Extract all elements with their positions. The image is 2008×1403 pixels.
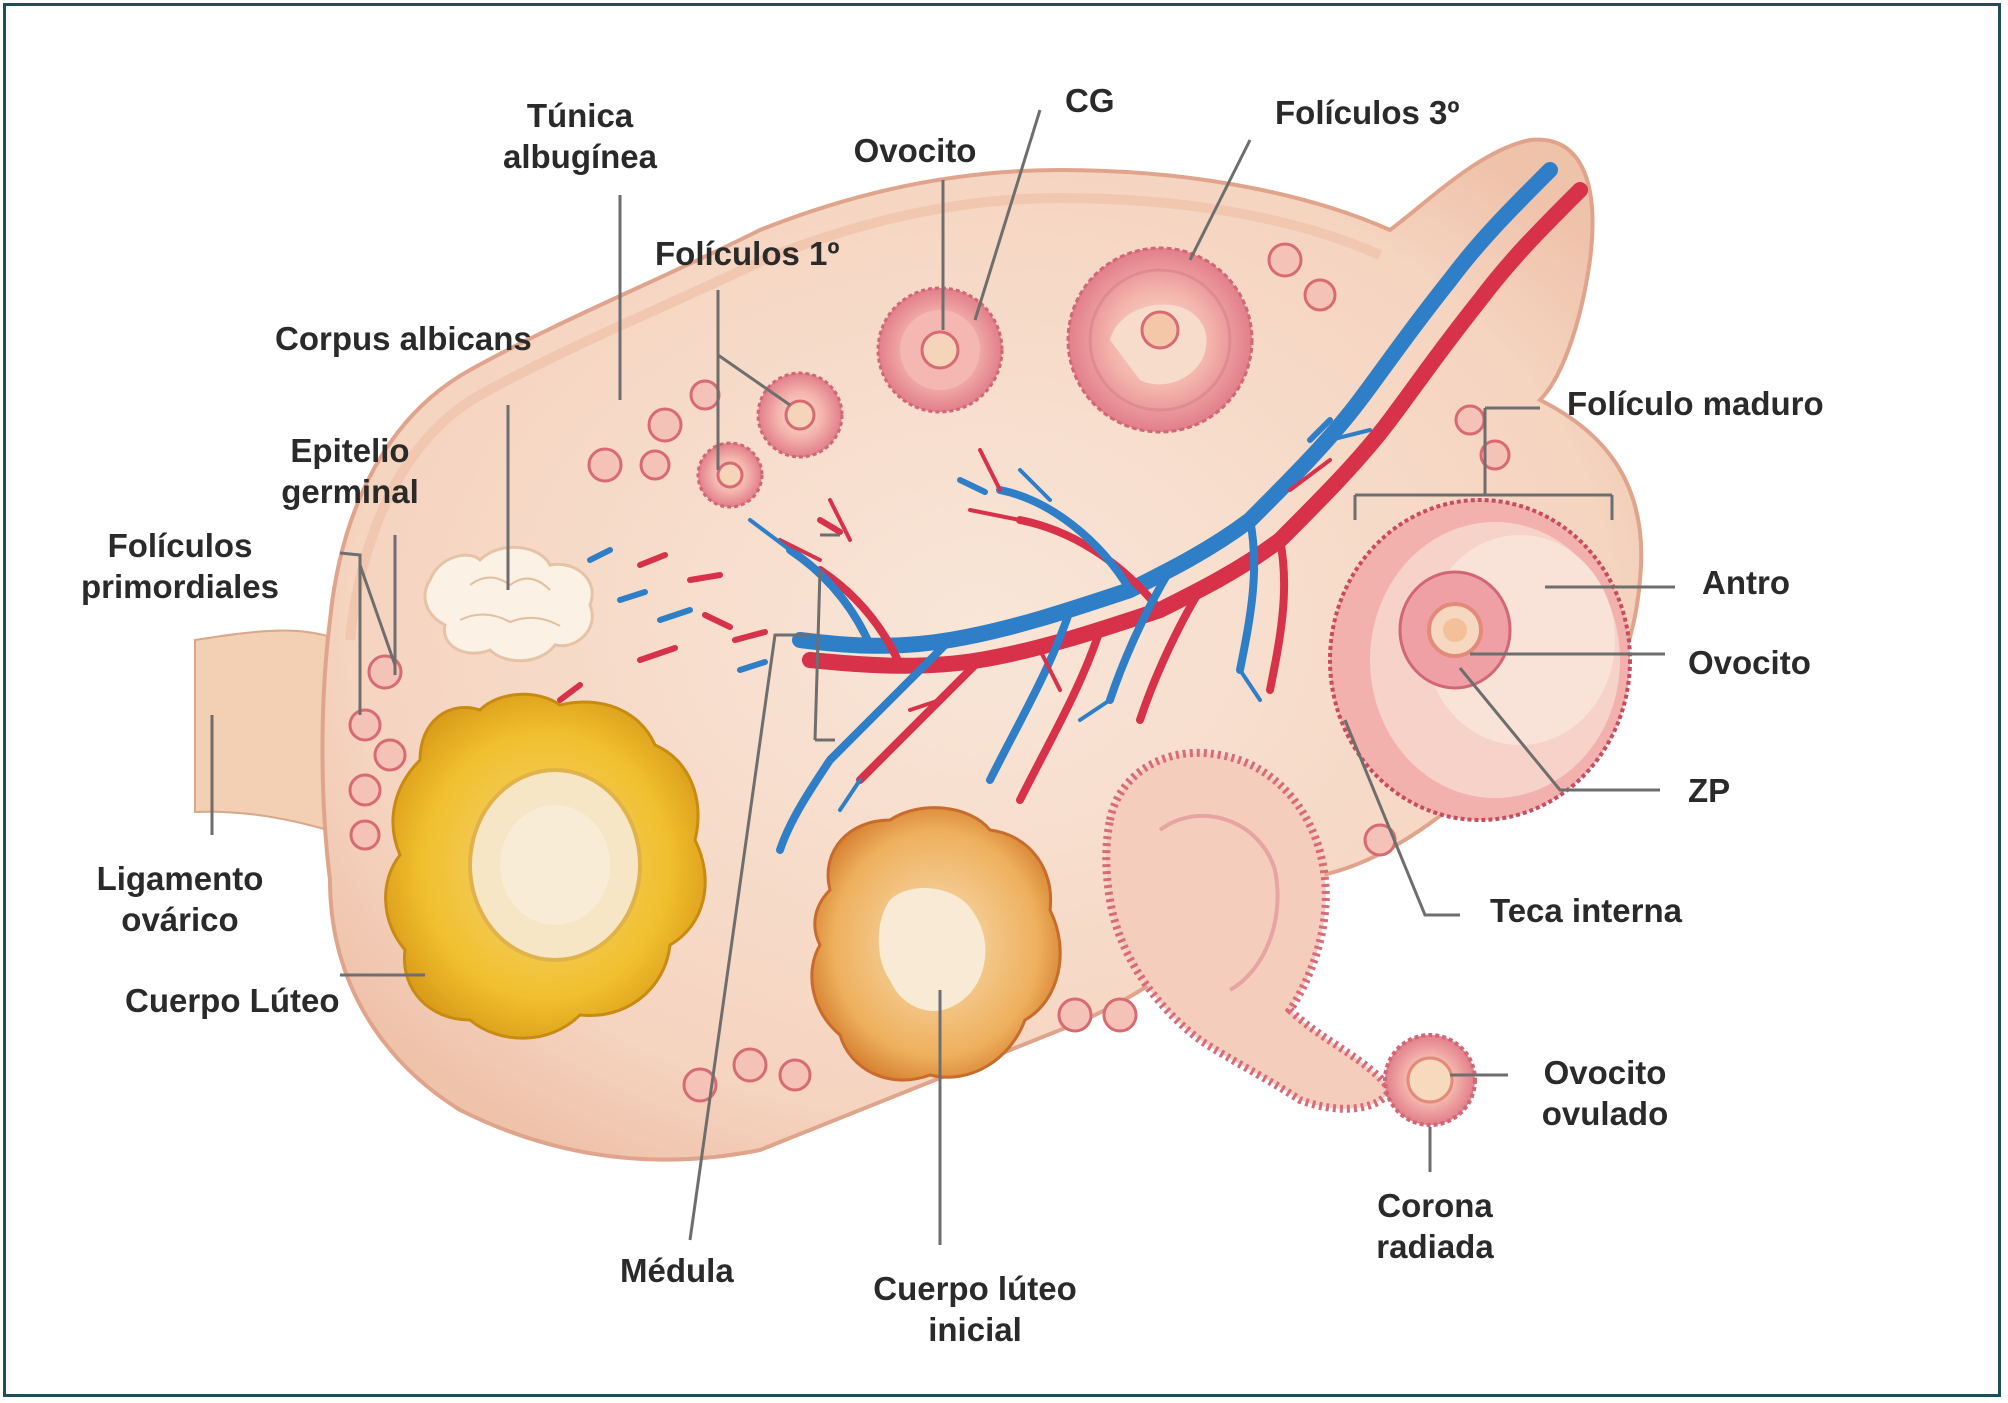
label-ovocito-ovulado: Ovocito ovulado	[1510, 1052, 1700, 1134]
label-antro: Antro	[1702, 562, 1790, 603]
label-foliculos-primordiales: Folículos primordiales	[70, 525, 290, 607]
label-zp: ZP	[1688, 770, 1730, 811]
ovulated-oocyte	[1385, 1035, 1475, 1125]
label-corpus-albicans: Corpus albicans	[275, 318, 532, 359]
label-tunica-albuginea: Túnica albugínea	[480, 95, 680, 177]
label-foliculos-3: Folículos 3º	[1275, 92, 1459, 133]
secondary-follicle	[878, 288, 1002, 412]
label-foliculo-maduro: Folículo maduro	[1567, 383, 1824, 424]
label-epitelio-germinal: Epitelio germinal	[270, 430, 430, 512]
label-medula: Médula	[620, 1250, 734, 1291]
label-ligamento-ovarico: Ligamento ovárico	[80, 858, 280, 940]
label-ovocito-top: Ovocito	[840, 130, 990, 171]
label-ovocito-right: Ovocito	[1688, 642, 1811, 683]
label-cuerpo-luteo-inicial: Cuerpo lúteo inicial	[850, 1268, 1100, 1350]
label-teca-interna: Teca interna	[1490, 890, 1682, 931]
label-foliculos-1: Folículos 1º	[655, 233, 839, 274]
label-corona-radiada: Corona radiada	[1345, 1185, 1525, 1267]
mature-follicle	[1330, 500, 1630, 820]
tertiary-follicle	[1068, 248, 1252, 432]
label-cuerpo-luteo: Cuerpo Lúteo	[125, 980, 339, 1021]
label-cg: CG	[1065, 80, 1115, 121]
